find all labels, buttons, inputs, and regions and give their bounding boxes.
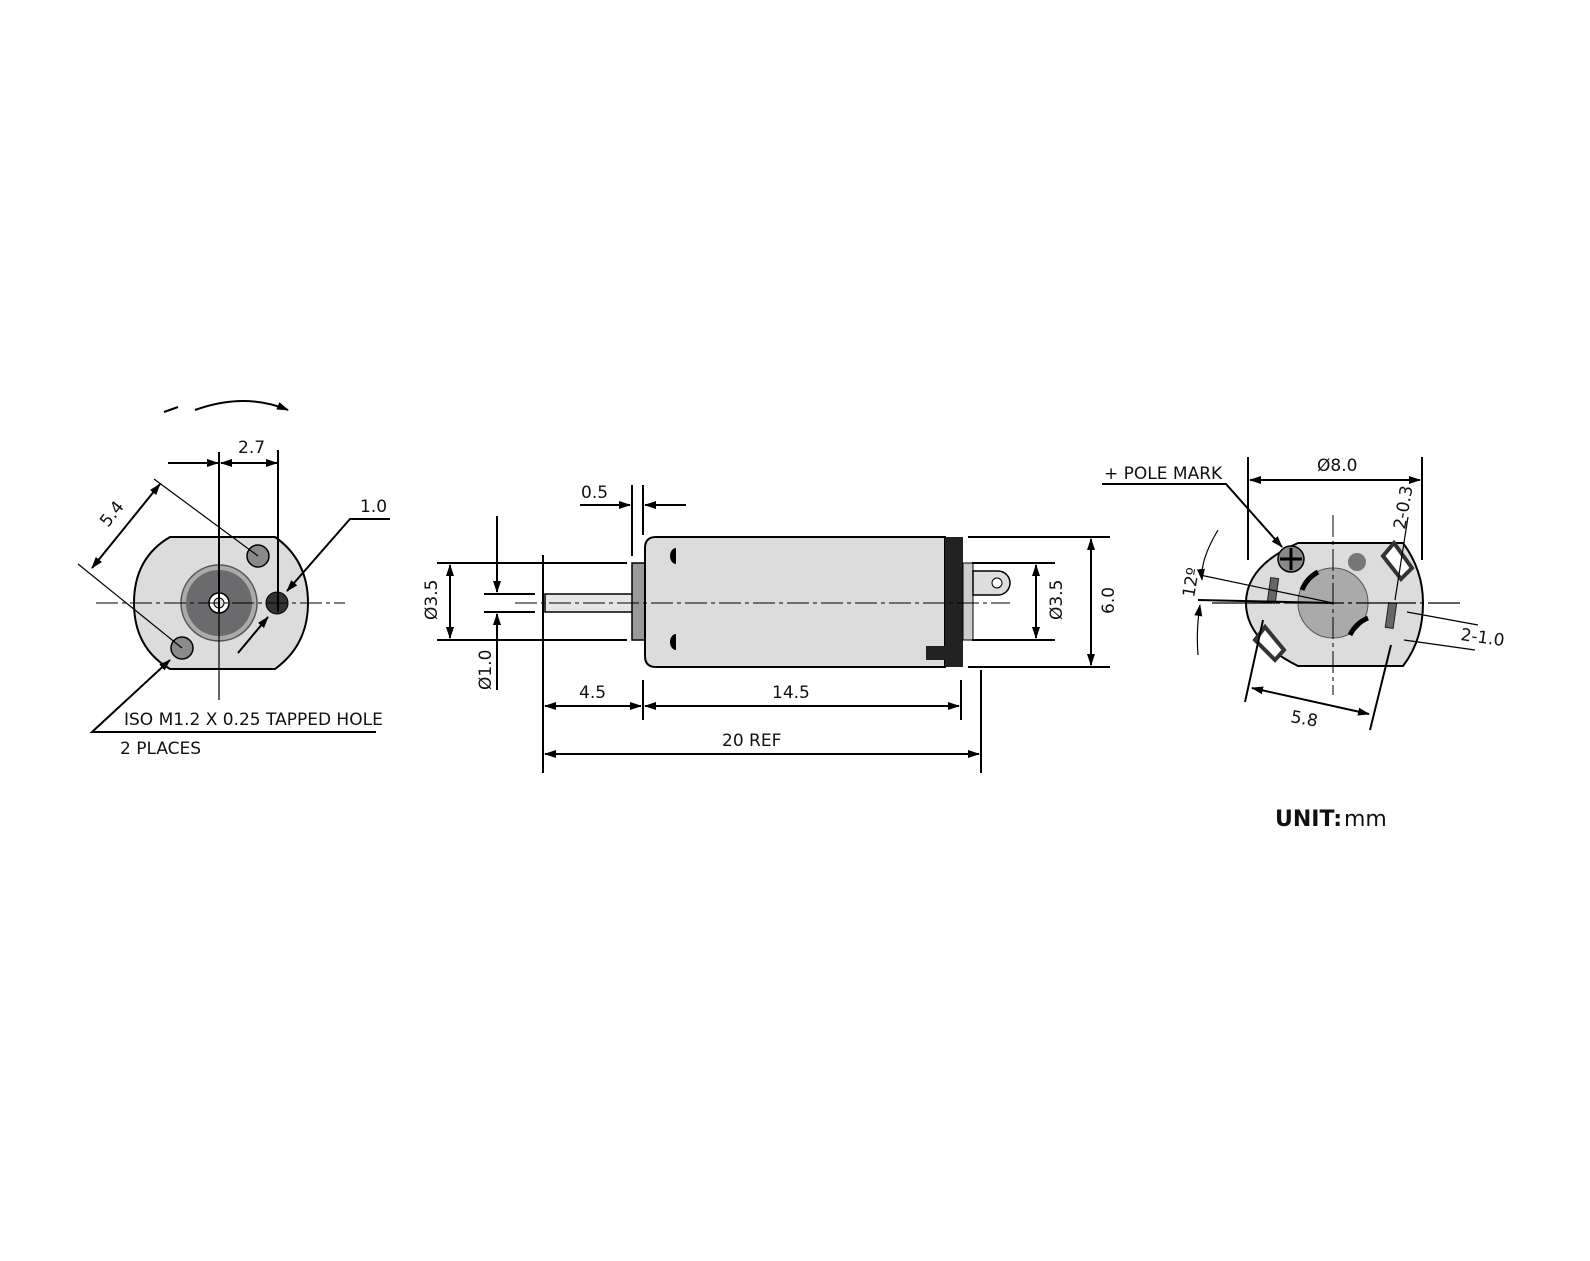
dim-angle: 12º — [1179, 566, 1204, 599]
terminal-top — [1380, 539, 1415, 583]
dim-body-len: 14.5 — [772, 683, 810, 703]
dim-total: 20 REF — [722, 731, 781, 751]
dim-hole-dia: 1.0 — [360, 497, 387, 517]
rear-view: 12º Ø8.0 + POLE MARK 2-0.3 2-1.0 5.8 — [1102, 456, 1506, 732]
pole-mark-label: + POLE MARK — [1104, 464, 1223, 484]
tapped-hole-places: 2 PLACES — [120, 739, 201, 759]
dim-height: 6.0 — [1099, 587, 1119, 614]
front-boss — [631, 562, 646, 641]
dim-terminal-w: 2-1.0 — [1459, 625, 1505, 651]
terminal-bottom — [1252, 623, 1287, 663]
motor-body — [644, 536, 946, 668]
end-cap — [945, 537, 963, 667]
front-view: 2.7 5.4 1.0 ISO M1.2 X 0.25 TAPPED HOLE … — [77, 400, 390, 759]
dim-diagonal: 5.4 — [96, 497, 128, 531]
rear-boss — [962, 562, 974, 641]
side-view: Ø3.5 Ø1.0 0.5 4.5 14.5 20 REF Ø3.5 6.0 — [422, 483, 1119, 773]
dim-flange: 0.5 — [581, 483, 608, 503]
unit-label: UNIT: — [1275, 807, 1342, 832]
dim-rear-boss: Ø3.5 — [1047, 580, 1067, 620]
unit-value: mm — [1344, 807, 1387, 832]
dim-terminal-thk: 2-0.3 — [1390, 484, 1417, 531]
dim-shaft-dia: Ø1.0 — [476, 650, 496, 690]
tapped-hole-note: ISO M1.2 X 0.25 TAPPED HOLE — [124, 710, 383, 730]
dim-terminal-spacing: 5.8 — [1289, 707, 1319, 731]
dim-shaft-len: 4.5 — [579, 683, 606, 703]
dim-hole-spacing: 2.7 — [238, 438, 265, 458]
rotation-arrow — [194, 400, 289, 411]
dim-boss-dia: Ø3.5 — [422, 580, 442, 620]
dim-dia: Ø8.0 — [1317, 456, 1357, 476]
